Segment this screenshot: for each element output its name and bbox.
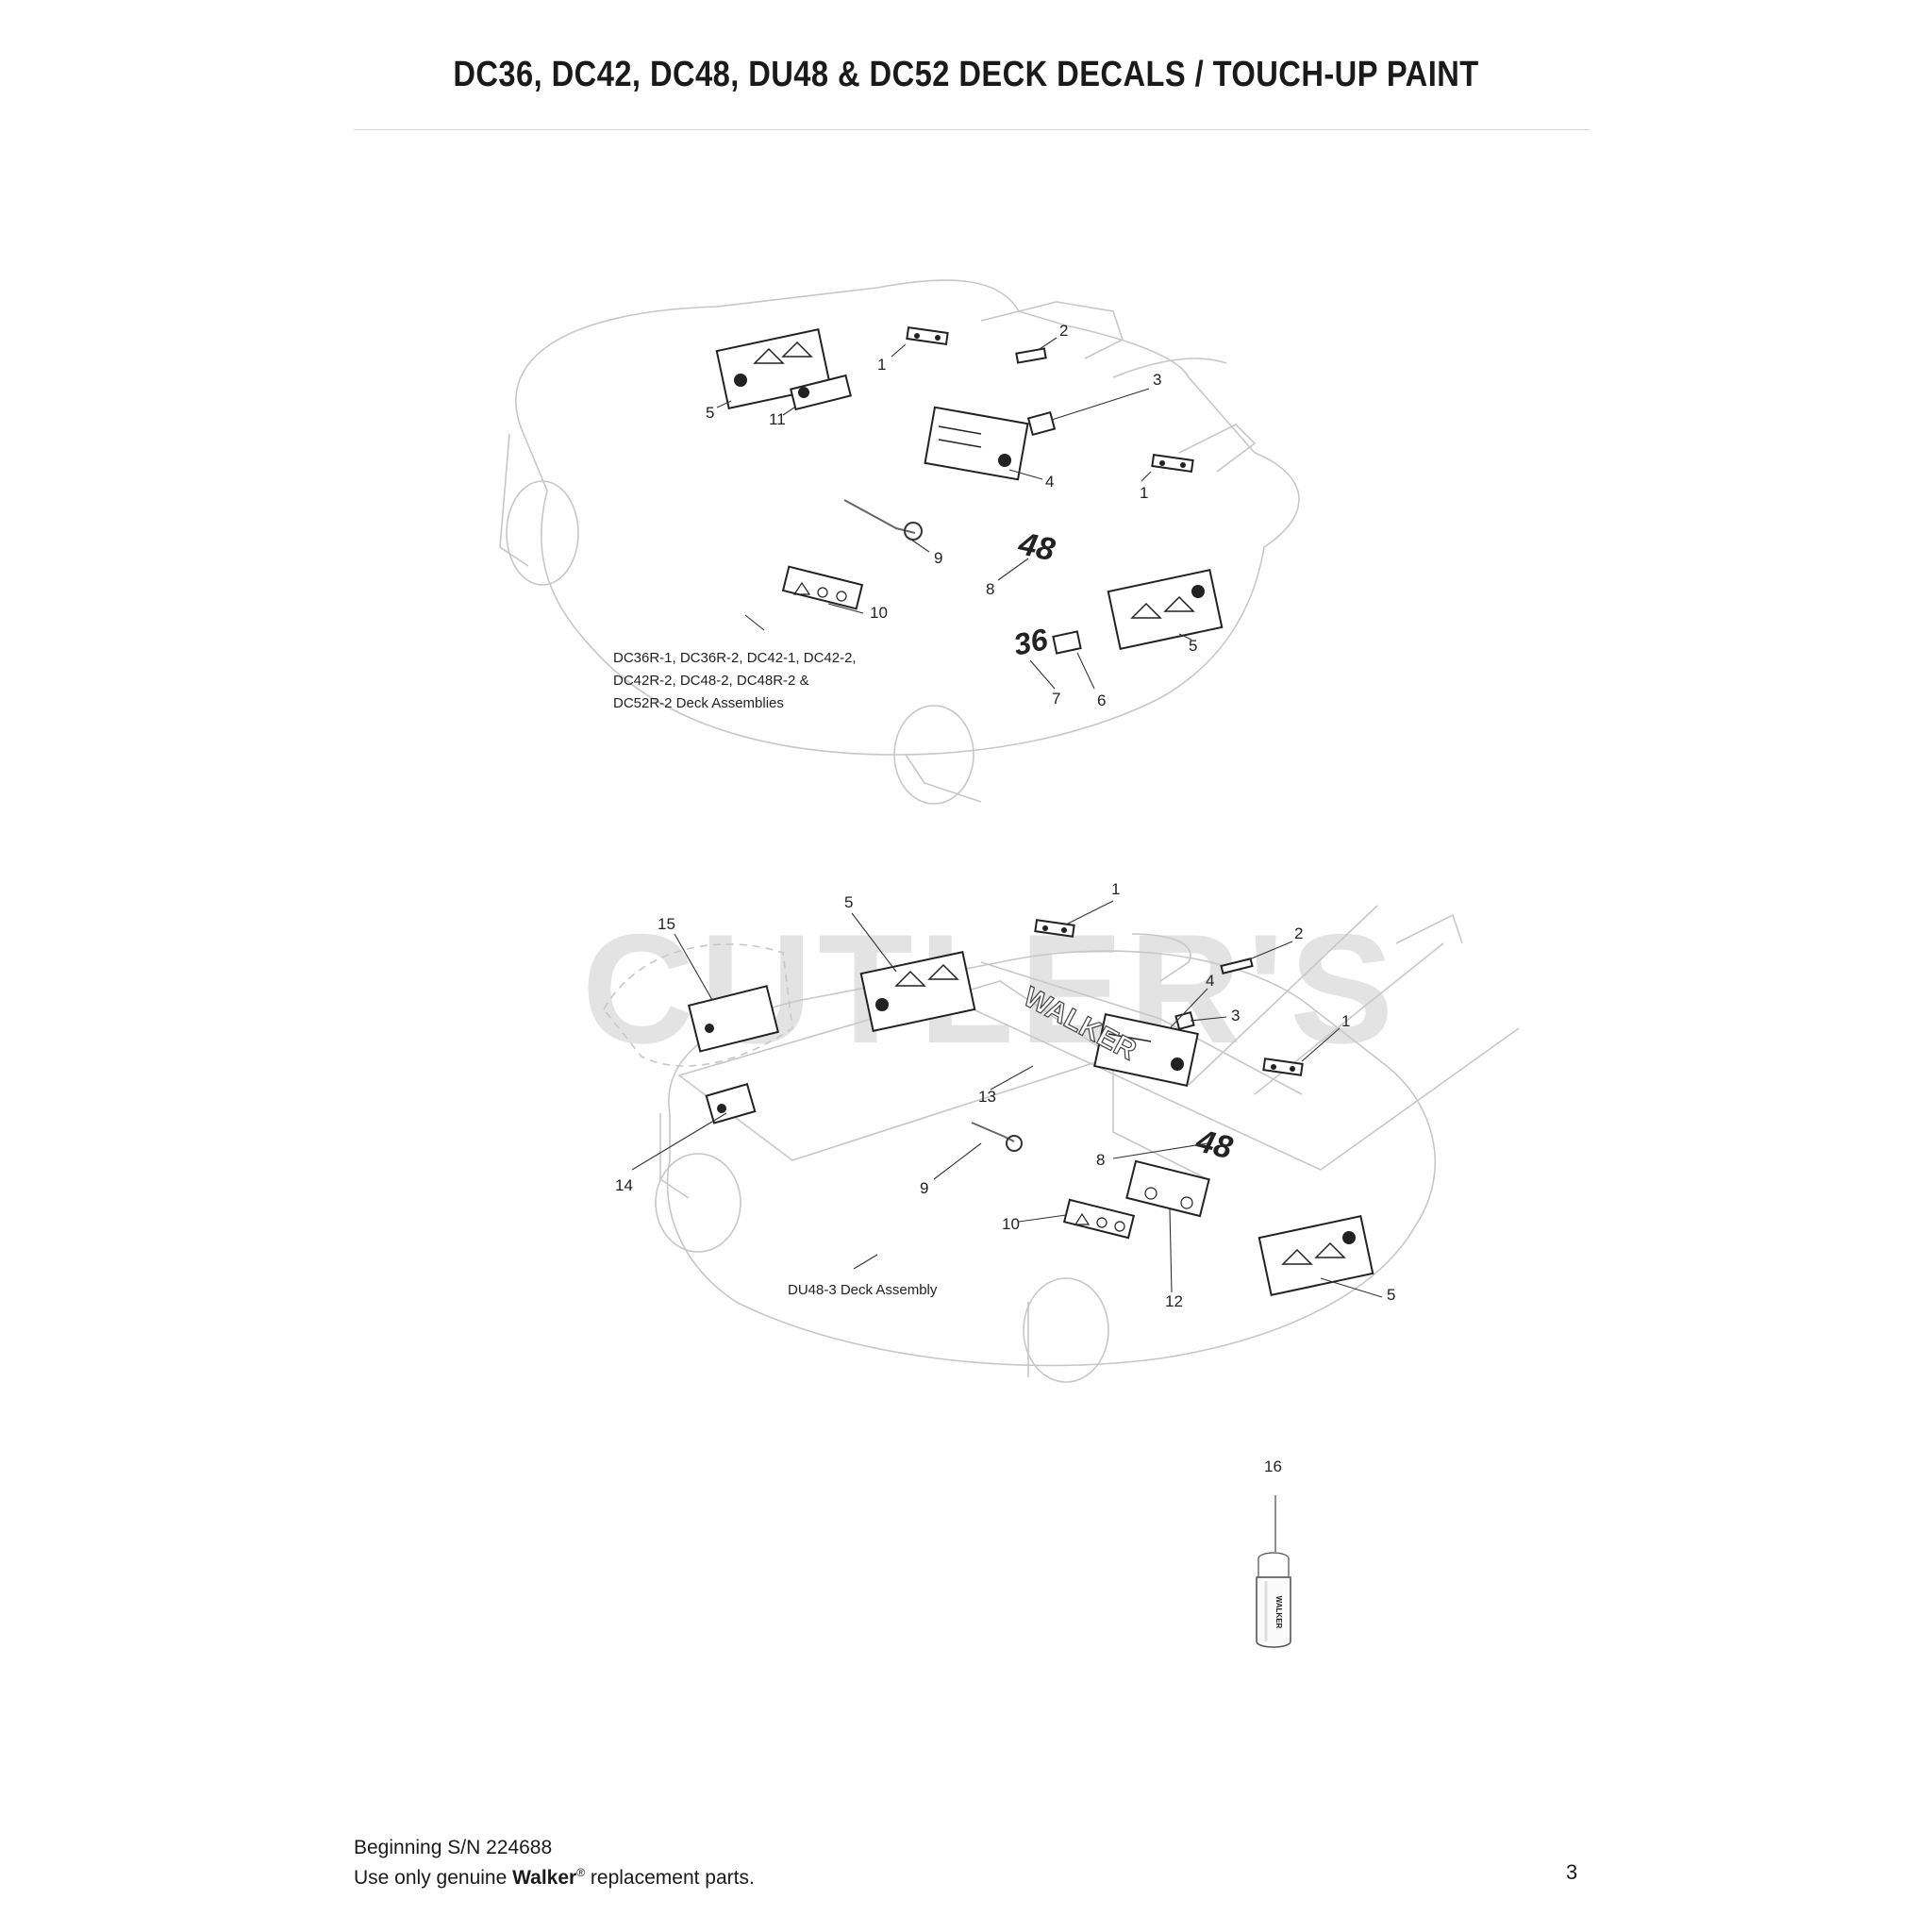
upper-caption-line-2: DC42R-2, DC48-2, DC48R-2 & <box>613 673 809 689</box>
footer-parts-suffix: replacement parts. <box>585 1867 755 1889</box>
paint-can-callout: 16 <box>1264 1457 1282 1475</box>
lower-decal-1a <box>1034 919 1075 938</box>
lower-decal-5b <box>1257 1215 1374 1296</box>
touch-up-paint-can <box>1256 1552 1291 1648</box>
paint-can-label: WALKER <box>1274 1596 1283 1629</box>
lower-callout-5a: 5 <box>844 893 853 911</box>
footer-brand: Walker <box>512 1867 577 1889</box>
lower-decal-9 <box>971 1122 1023 1152</box>
upper-callout-3: 3 <box>1153 371 1161 389</box>
upper-decal-11 <box>790 374 852 411</box>
page-number: 3 <box>1566 1860 1578 1884</box>
lower-callout-13: 13 <box>978 1088 996 1106</box>
page-title: DC36, DC42, DC48, DU48 & DC52 DECK DECAL… <box>453 55 1479 94</box>
footer-parts-note: Use only genuine Walker® replacement par… <box>354 1860 755 1890</box>
upper-leaders <box>716 337 1192 690</box>
lower-callout-14: 14 <box>615 1176 633 1194</box>
upper-decal-5b <box>1107 569 1224 650</box>
lower-decal-14 <box>705 1083 757 1124</box>
upper-callout-1a: 1 <box>877 356 886 374</box>
upper-callout-8: 8 <box>986 580 994 598</box>
upper-decal-3 <box>1026 410 1057 437</box>
lower-decal-4 <box>1093 1013 1199 1087</box>
lower-decal-12 <box>1125 1159 1210 1218</box>
lower-callout-1b: 1 <box>1341 1012 1350 1030</box>
upper-deck-number-48: 48 <box>1015 525 1058 568</box>
upper-decal-1a <box>906 326 949 345</box>
upper-decal-10 <box>781 565 864 610</box>
upper-callout-2: 2 <box>1059 322 1068 340</box>
lower-callout-12: 12 <box>1165 1292 1183 1310</box>
lower-decal-10 <box>1062 1198 1136 1240</box>
lower-decal-5a <box>859 951 976 1032</box>
footer: Beginning S/N 224688 Use only genuine Wa… <box>354 1836 755 1890</box>
lower-callout-10: 10 <box>1002 1215 1020 1233</box>
lower-callout-9: 9 <box>920 1179 928 1197</box>
upper-deck-outline <box>499 279 1300 805</box>
upper-callout-9: 9 <box>934 549 942 567</box>
upper-callout-7: 7 <box>1052 690 1060 708</box>
lower-callout-15: 15 <box>658 915 675 933</box>
upper-decal-6 <box>1052 630 1082 655</box>
lower-callout-2: 2 <box>1294 924 1303 942</box>
upper-decal-2 <box>1015 347 1047 364</box>
footer-parts-prefix: Use only genuine <box>354 1867 513 1889</box>
upper-caption-line-3: DC52R-2 Deck Assemblies <box>613 695 784 711</box>
footer-serial: Beginning S/N 224688 <box>354 1837 553 1858</box>
lower-decal-2 <box>1220 958 1254 974</box>
upper-caption-line-1: DC36R-1, DC36R-2, DC42-1, DC42-2, <box>613 650 857 666</box>
lower-callout-5b: 5 <box>1387 1286 1395 1304</box>
lower-caption: DU48-3 Deck Assembly <box>788 1282 938 1298</box>
upper-decal-1b <box>1151 454 1194 473</box>
lower-decal-15 <box>687 985 779 1053</box>
lower-callout-3: 3 <box>1231 1007 1240 1024</box>
upper-callout-5b: 5 <box>1189 637 1197 655</box>
upper-callout-4: 4 <box>1045 473 1054 491</box>
lower-callout-1a: 1 <box>1111 880 1120 898</box>
upper-decal-9 <box>843 499 923 541</box>
upper-deck-number-36: 36 <box>1010 622 1050 662</box>
lower-callout-4: 4 <box>1206 972 1214 990</box>
lower-leaders <box>631 900 1383 1298</box>
upper-callout-5a: 5 <box>706 404 714 422</box>
upper-callout-1b: 1 <box>1140 484 1148 502</box>
lower-decal-1b <box>1262 1058 1304 1076</box>
upper-decal-4 <box>924 406 1029 481</box>
upper-callout-6: 6 <box>1097 691 1106 709</box>
title-rule <box>354 129 1590 130</box>
upper-callout-11: 11 <box>769 410 786 428</box>
footer-registered: ® <box>576 1866 586 1879</box>
upper-callout-10: 10 <box>870 604 888 622</box>
lower-callout-8: 8 <box>1096 1151 1105 1169</box>
